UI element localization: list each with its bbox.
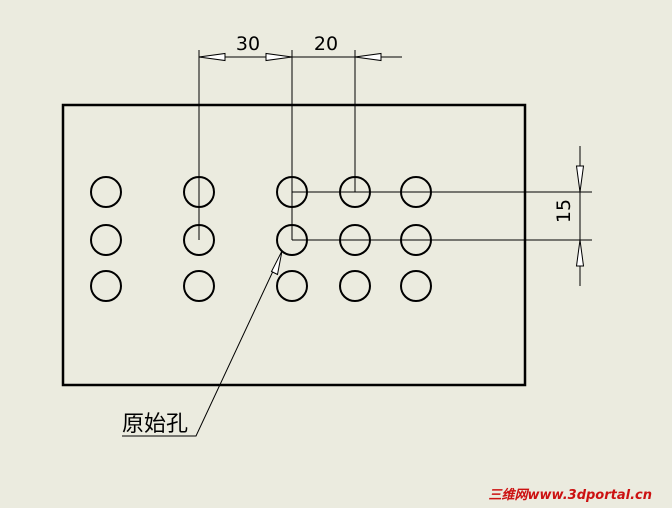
arrow-icon <box>575 165 585 193</box>
hole-circle <box>276 270 308 302</box>
arrow-icon <box>354 52 382 62</box>
watermark-text: 三维网www.3dportal.cn <box>489 487 652 503</box>
hole-circle <box>90 224 122 256</box>
hole-pattern <box>90 176 432 302</box>
leader-note-text: 原始孔 <box>122 412 188 437</box>
hole-circle <box>400 270 432 302</box>
dimension-text-20: 20 <box>314 33 338 55</box>
hole-circle <box>339 270 371 302</box>
arrow-icon <box>198 52 226 62</box>
arrow-icon <box>270 250 283 276</box>
hole-circle <box>90 176 122 208</box>
hole-circle <box>90 270 122 302</box>
leader-line <box>122 253 282 437</box>
hole-circle <box>183 270 215 302</box>
dimension-text-15: 15 <box>553 199 575 223</box>
arrow-icon <box>265 52 293 62</box>
dimension-text-30: 30 <box>236 33 260 55</box>
arrow-icon <box>575 239 585 267</box>
plate-outline <box>61 103 527 387</box>
